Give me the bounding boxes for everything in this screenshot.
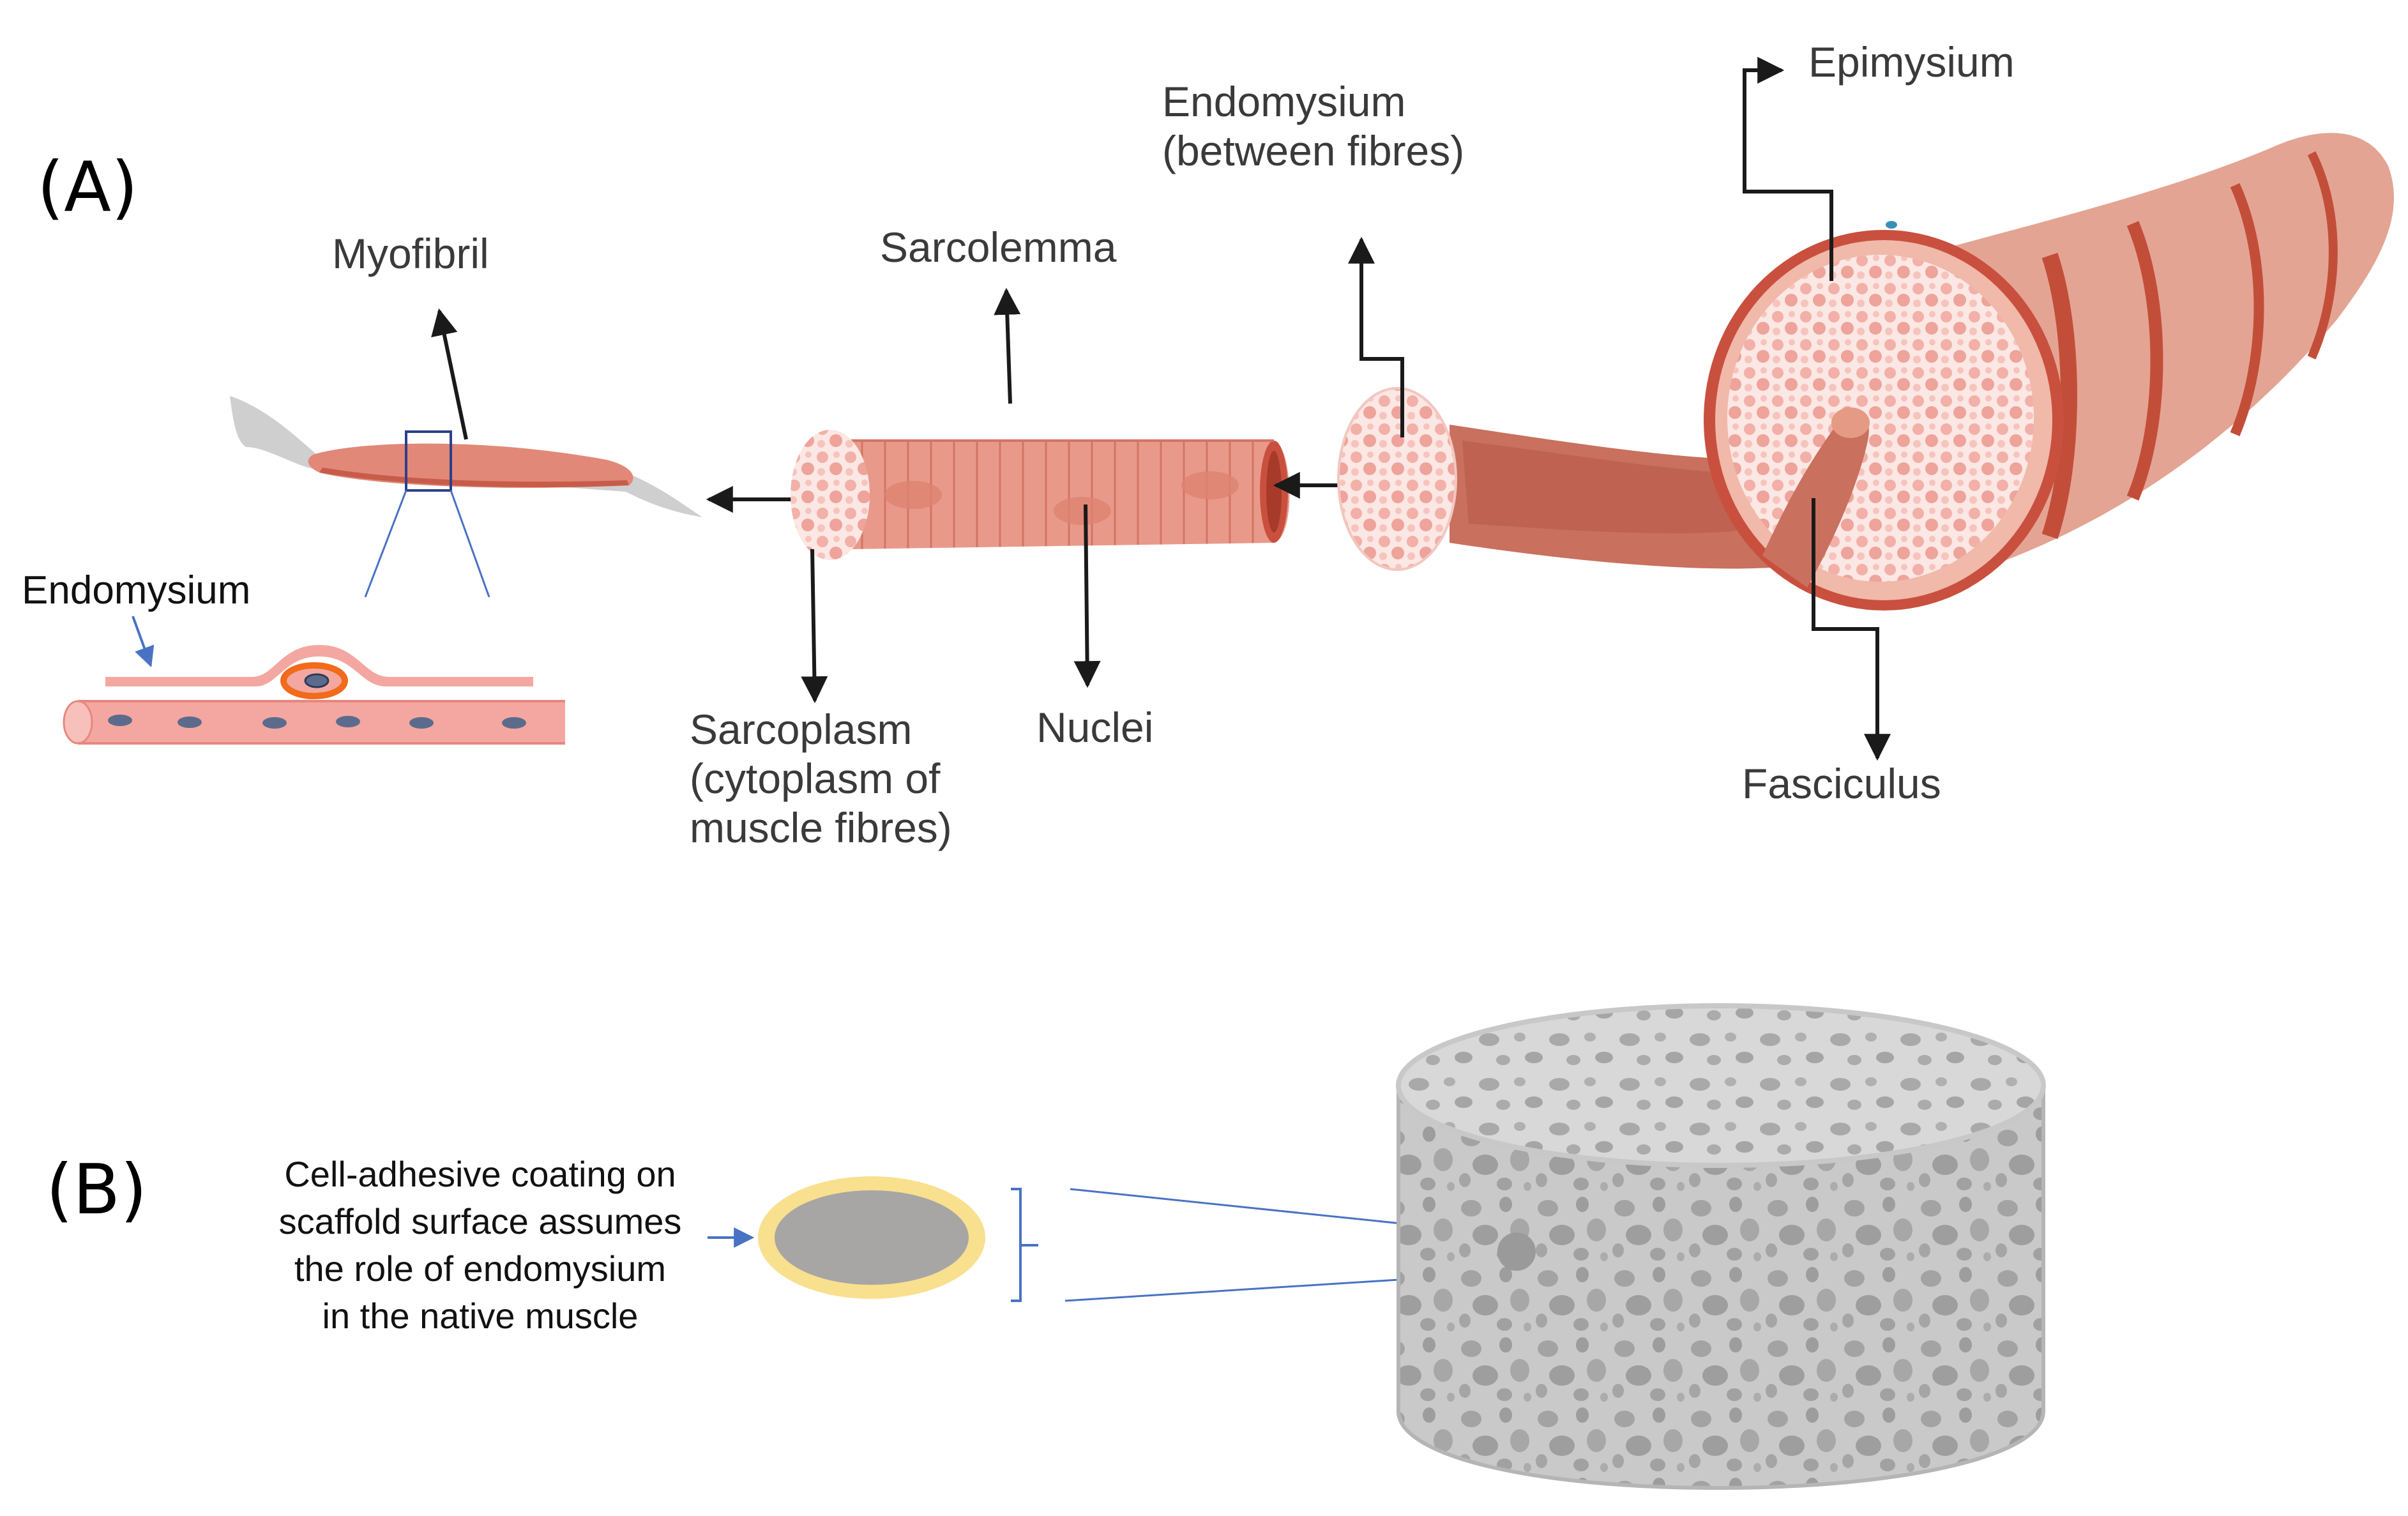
- epimysium-leader: [1743, 57, 1833, 281]
- endomysium-arrow-icon: [132, 616, 155, 668]
- epimysium-label: Epimysium: [1808, 38, 2015, 86]
- coating-label-line2: scaffold surface assumes: [279, 1201, 682, 1241]
- panel-a-label: (A): [37, 148, 138, 227]
- myofibril-zoom-box: [405, 430, 452, 492]
- nuclei-arrow-icon: [1073, 504, 1101, 688]
- muscle-fibre-illustration: [791, 430, 1290, 560]
- endomysium-between-leader: [1348, 236, 1404, 437]
- panel-b-label: (B): [46, 1150, 147, 1230]
- endomysium-label: Endomysium: [22, 568, 250, 612]
- myofibril-illustration: [230, 396, 702, 598]
- myofibril-label: Myofibril: [332, 230, 489, 277]
- fibre-nuclei: [108, 715, 526, 729]
- porous-scaffold-icon: [1396, 1003, 2046, 1490]
- coating-label-line1: Cell-adhesive coating on: [284, 1154, 676, 1194]
- sarcoplasm-arrow-icon: [801, 549, 828, 704]
- fasciculus-leader: [1812, 498, 1891, 761]
- sarcoplasm-label-line1: Sarcoplasm: [690, 706, 912, 753]
- coating-label-line3: the role of endomysium: [294, 1248, 666, 1289]
- coated-fibre-cross-section: [758, 1176, 985, 1299]
- sarcoplasm-label-line2: (cytoplasm of: [690, 755, 941, 802]
- sarcolemma-arrow-icon: [994, 287, 1021, 404]
- coating-label-line4: in the native muscle: [322, 1296, 639, 1336]
- scaffold-pore-bracket: [1011, 1188, 1038, 1302]
- endomysium-detail: [63, 645, 565, 745]
- sarcolemma-label: Sarcolemma: [880, 224, 1117, 271]
- endomysium-between-label-line2: (between fibres): [1162, 127, 1464, 174]
- sarcoplasm-label-line3: muscle fibres): [690, 804, 952, 851]
- endomysium-between-label-line1: Endomysium: [1162, 78, 1405, 125]
- myofibril-arrow-icon: [431, 308, 468, 440]
- nuclei-label: Nuclei: [1036, 704, 1153, 751]
- fasciculus-label: Fasciculus: [1742, 760, 1941, 807]
- whole-muscle-illustration: [1704, 133, 2394, 610]
